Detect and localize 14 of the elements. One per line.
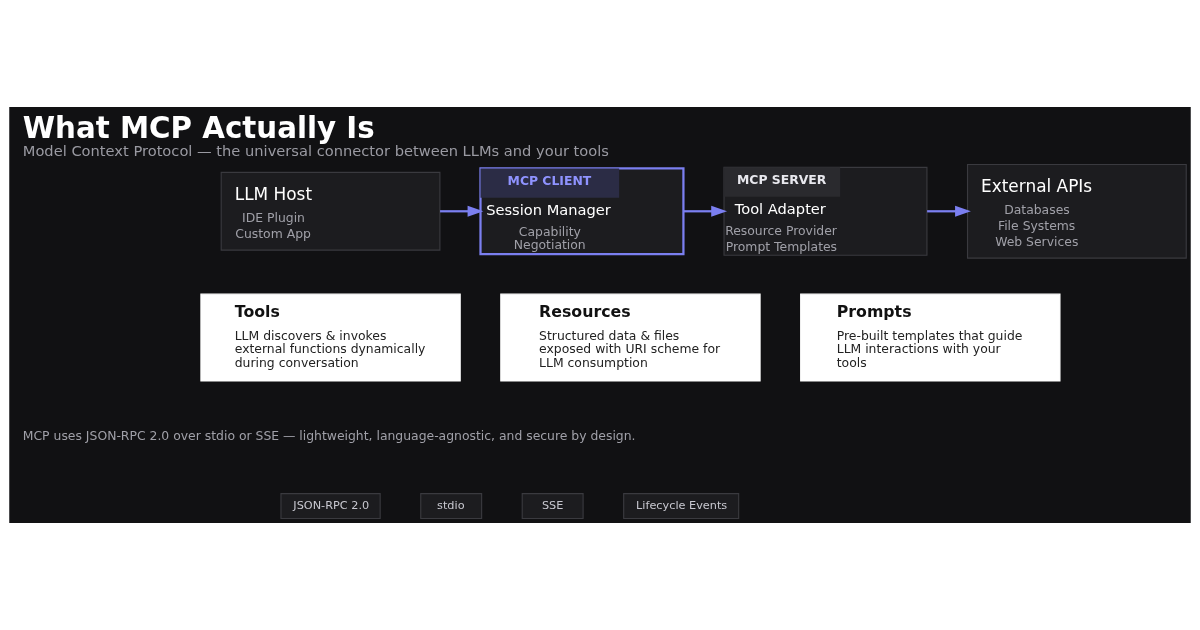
node-box: Lifecycle Events xyxy=(623,493,740,520)
node-box: LLM Host IDE Plugin Custom App xyxy=(220,171,441,251)
arrow xyxy=(440,205,484,217)
arrow xyxy=(683,205,727,217)
label: MCP uses JSON-RPC 2.0 over stdio or SSE — lightweight, language-agnostic, and secure by design. xyxy=(22,428,636,444)
diagram-title: What MCP Actually Is xyxy=(22,111,375,146)
arrow xyxy=(927,205,971,217)
node-box: External APIs Databases File Systems Web Services xyxy=(966,163,1187,259)
node-box: Prompts Pre-built templates that guide LLM interactions with your tools xyxy=(800,293,1061,382)
node-box: SSE xyxy=(521,493,584,520)
node-box: stdio xyxy=(420,493,483,520)
node-box: Resources Structured data & files exposed with URI scheme for LLM consumption xyxy=(500,293,761,382)
node-box: JSON-RPC 2.0 xyxy=(280,493,381,520)
node-box: Tools LLM discovers & invokes external functions dynamically during conversation xyxy=(200,293,461,382)
